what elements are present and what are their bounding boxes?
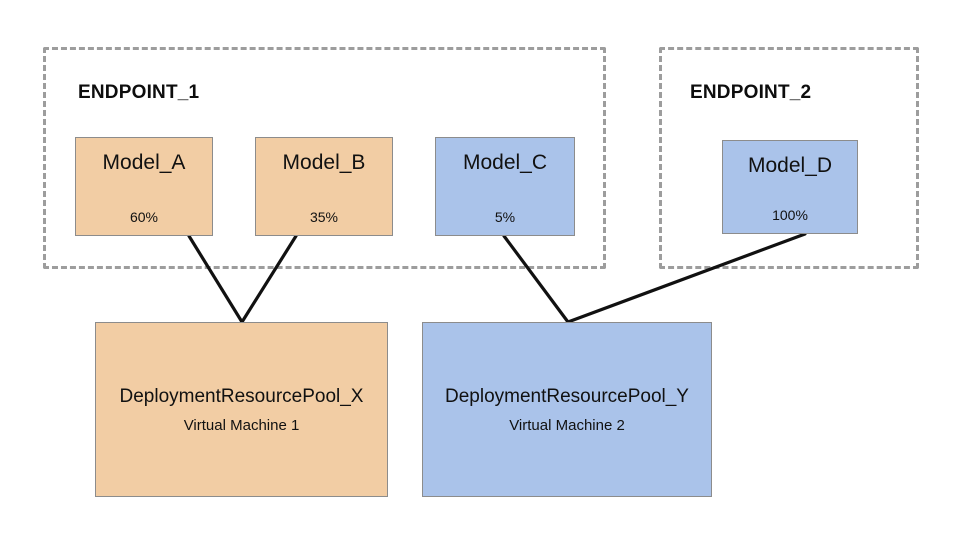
pool-box-deploymentresourcepool-x[interactable]: DeploymentResourcePool_X Virtual Machine… <box>95 322 388 497</box>
endpoint-1-title: ENDPOINT_1 <box>78 82 200 103</box>
model-traffic-percent: 5% <box>494 209 516 225</box>
model-box-model-a[interactable]: Model_A 60% <box>75 137 213 236</box>
model-name-label: Model_C <box>462 151 548 174</box>
endpoint-group-1 <box>43 47 606 269</box>
model-name-label: Model_A <box>102 151 186 174</box>
pool-name-label: DeploymentResourcePool_Y <box>445 385 689 407</box>
model-traffic-percent: 100% <box>772 207 808 223</box>
pool-name-label: DeploymentResourcePool_X <box>119 385 364 407</box>
pool-subtitle-label: Virtual Machine 2 <box>509 416 625 434</box>
model-name-label: Model_D <box>747 154 833 177</box>
model-box-model-b[interactable]: Model_B 35% <box>255 137 393 236</box>
model-traffic-percent: 60% <box>129 209 159 225</box>
model-name-label: Model_B <box>282 151 366 174</box>
model-box-model-d[interactable]: Model_D 100% <box>722 140 858 234</box>
model-box-model-c[interactable]: Model_C 5% <box>435 137 575 236</box>
pool-subtitle-label: Virtual Machine 1 <box>183 416 300 434</box>
endpoint-2-title: ENDPOINT_2 <box>690 82 812 103</box>
model-traffic-percent: 35% <box>309 209 339 225</box>
pool-box-deploymentresourcepool-y[interactable]: DeploymentResourcePool_Y Virtual Machine… <box>422 322 712 497</box>
